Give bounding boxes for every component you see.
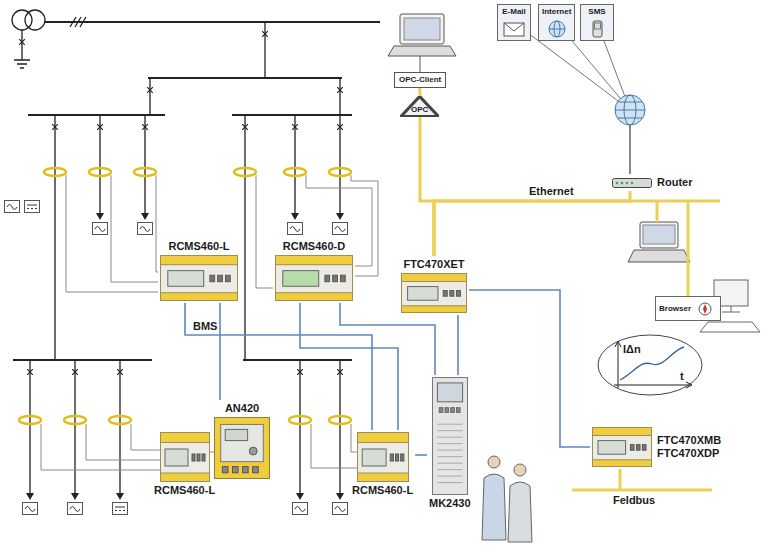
bus-label: Ethernet	[528, 185, 575, 198]
opc-triangle: OPC	[400, 96, 439, 117]
bus-connector	[415, 454, 427, 456]
device-drawing	[592, 427, 652, 467]
load-symbol	[5, 201, 348, 515]
device-label: MK2430	[429, 497, 471, 510]
breaker-symbol	[19, 31, 343, 375]
icon-picture	[502, 20, 526, 38]
device-drawing	[160, 255, 238, 301]
label-column: Router	[657, 176, 692, 189]
axis-label: t	[679, 370, 685, 383]
client-box: OPC-Client	[394, 72, 446, 88]
device-body	[612, 178, 652, 188]
device-label: E-Mail	[502, 7, 526, 17]
bus-connector	[457, 315, 459, 375]
workstation-sketch	[700, 280, 760, 332]
service-icon: SMS	[580, 4, 614, 41]
device-drawing	[160, 432, 210, 482]
device-body	[357, 432, 409, 482]
device-label: OPC	[411, 105, 428, 115]
device-label: FTC470XMB	[657, 434, 721, 447]
device-label: FTC470XDP	[657, 447, 721, 460]
power-supply: AN420	[212, 400, 272, 481]
device-body	[592, 427, 652, 467]
service-icon: E-Mail	[497, 4, 531, 41]
chart-bubble	[598, 335, 702, 395]
service-icon: Internet	[538, 4, 575, 41]
bus-connector	[300, 303, 398, 430]
single-line-diagram	[12, 10, 380, 493]
icon-picture	[585, 20, 609, 38]
icon-body	[693, 299, 717, 318]
bus-connector	[219, 303, 221, 400]
globe-drawing	[615, 95, 645, 125]
monitor-device: RCMS460-D	[273, 238, 355, 303]
laptop-drawing	[388, 14, 720, 262]
device-drawing	[357, 432, 409, 482]
gateway-device: FTC470XMBFTC470XDP	[590, 425, 723, 469]
device-body	[432, 377, 468, 495]
device-label: Router	[657, 176, 692, 189]
icon-picture	[545, 20, 569, 38]
device-label: RCMS460-L	[168, 240, 229, 253]
sensor-wire	[41, 175, 378, 470]
device-drawing	[275, 255, 353, 301]
bus-label: BMS	[192, 320, 218, 333]
device-label: OPC-Client	[399, 75, 441, 85]
alarm-panel: MK2430	[427, 375, 473, 512]
label-column: FTC470XMBFTC470XDP	[657, 434, 721, 460]
device-drawing	[432, 377, 468, 495]
gateway-device: FTC470XET	[399, 256, 469, 315]
device-body	[160, 255, 238, 301]
device-label: RCMS460-L	[154, 484, 215, 497]
device-drawing	[401, 273, 467, 313]
monitor-device: RCMS460-L	[350, 430, 415, 499]
device-body	[214, 417, 270, 479]
device-label: RCMS460-D	[283, 240, 345, 253]
device-body	[275, 255, 353, 301]
router-device: Router	[610, 174, 694, 191]
device-label: Internet	[542, 7, 571, 17]
device-body	[160, 432, 210, 482]
icon-picture	[693, 300, 717, 318]
bus-connector	[418, 88, 421, 96]
icon-body	[502, 19, 526, 38]
fieldbus-line	[572, 469, 712, 490]
icon-body	[585, 19, 609, 38]
icon-body	[545, 19, 569, 38]
bus-connector	[469, 290, 590, 447]
device-label: SMS	[588, 7, 605, 17]
monitor-device: RCMS460-L	[158, 238, 240, 303]
device-drawing	[214, 417, 270, 479]
device-body	[401, 273, 467, 313]
browser-box: Browser	[655, 296, 721, 321]
axis-label: IΔn	[622, 343, 642, 356]
bus-connector	[531, 35, 630, 174]
monitor-device: RCMS460-L	[152, 430, 217, 499]
device-label: RCMS460-L	[352, 484, 413, 497]
device-label: AN420	[225, 402, 259, 415]
bus-connector	[185, 303, 372, 430]
people-figure	[482, 456, 532, 542]
bus-label: Feldbus	[612, 494, 656, 507]
device-drawing	[612, 178, 652, 188]
bus-connector	[340, 303, 435, 375]
bus-connector	[434, 201, 688, 296]
bus-connector	[420, 117, 434, 256]
device-label: FTC470XET	[403, 258, 464, 271]
device-label: Browser	[659, 304, 691, 314]
